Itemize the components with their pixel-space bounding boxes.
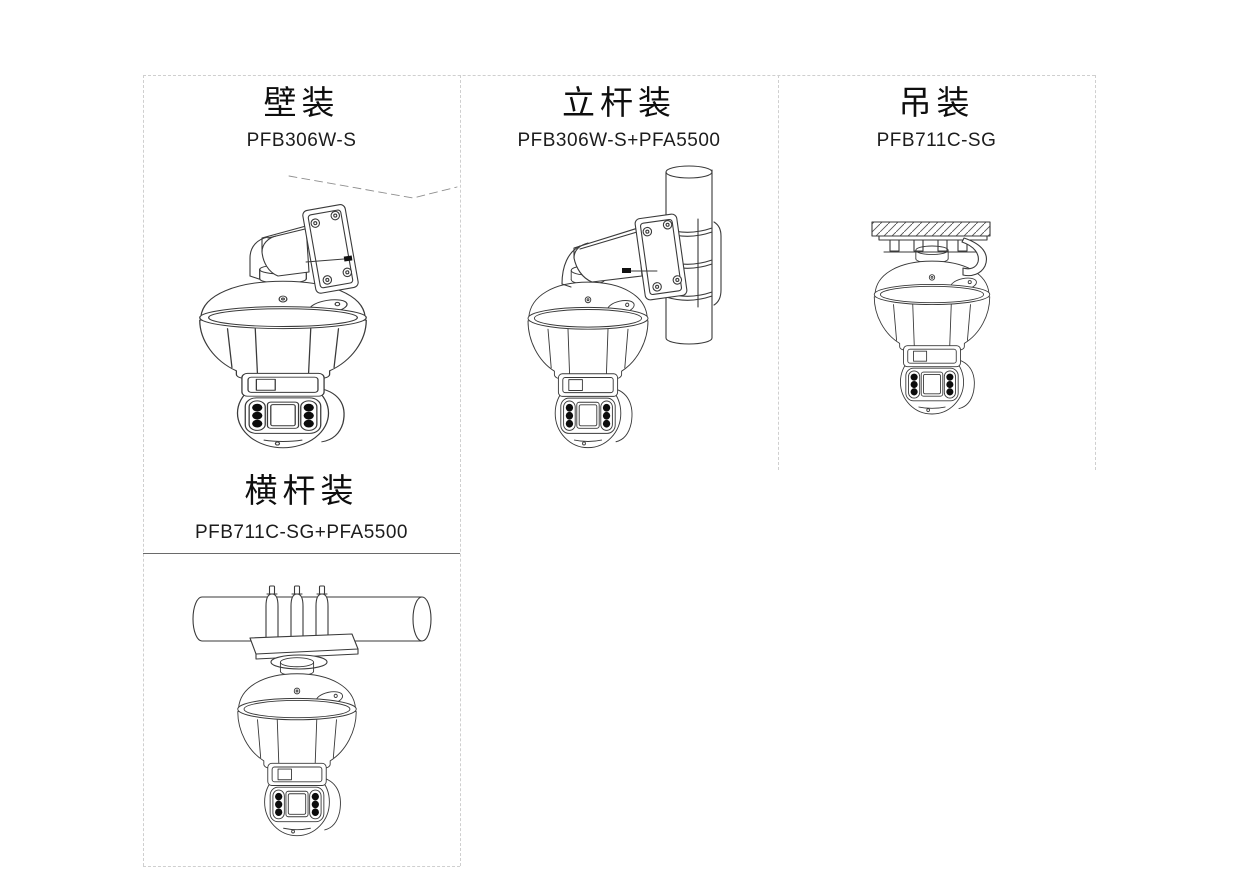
table-divider-1 xyxy=(460,75,461,866)
wall-bracket-arm xyxy=(561,227,643,288)
side-conduit xyxy=(961,237,987,277)
pole-mount-model: PFB306W-S+PFA5500 xyxy=(517,130,721,151)
pole-straps xyxy=(265,585,329,651)
crossarm-mount-model: PFB711C-SG+PFA5500 xyxy=(194,522,408,543)
crossarm-mount-title: 横杆装 xyxy=(244,474,359,510)
table-border-right xyxy=(1095,75,1096,470)
ptz-camera xyxy=(199,264,367,449)
label-leader-line xyxy=(305,258,345,263)
plate-screws xyxy=(310,210,353,285)
ceiling-hatched-bar xyxy=(871,221,991,237)
ptz-camera xyxy=(527,265,649,449)
ceiling-mount-drawing xyxy=(871,221,991,415)
table-border-left xyxy=(143,75,144,866)
wall-bracket-plate xyxy=(634,213,688,301)
wall-mount-title: 壁装 xyxy=(263,86,340,122)
crossarm-header-rule xyxy=(143,553,460,554)
table-border-top xyxy=(143,75,1095,76)
wall-mount-drawing xyxy=(199,175,458,449)
pole-strap-adapter xyxy=(697,218,722,308)
crossarm-adapter-plate xyxy=(249,633,359,670)
ceiling-adapter-plate xyxy=(878,235,988,253)
label-tag xyxy=(343,255,353,262)
wall-bracket-plate xyxy=(302,204,359,294)
pole-mount-drawing xyxy=(527,165,722,449)
crossarm-mount-drawing xyxy=(192,585,432,837)
ceiling-mount-model: PFB711C-SG xyxy=(876,130,997,151)
table-border-bottom xyxy=(143,866,460,867)
ceiling-mount-title: 吊装 xyxy=(898,86,975,122)
plate-screws xyxy=(642,220,683,292)
table-divider-2 xyxy=(778,75,779,470)
horizontal-pole xyxy=(192,596,432,642)
ptz-camera xyxy=(237,657,357,837)
pole-mount-title: 立杆装 xyxy=(562,86,676,122)
wall-mount-model: PFB306W-S xyxy=(246,130,357,151)
wall-corner-dashed-line xyxy=(288,175,458,199)
wall-bracket-arm xyxy=(249,225,310,280)
label-tag xyxy=(622,268,631,273)
